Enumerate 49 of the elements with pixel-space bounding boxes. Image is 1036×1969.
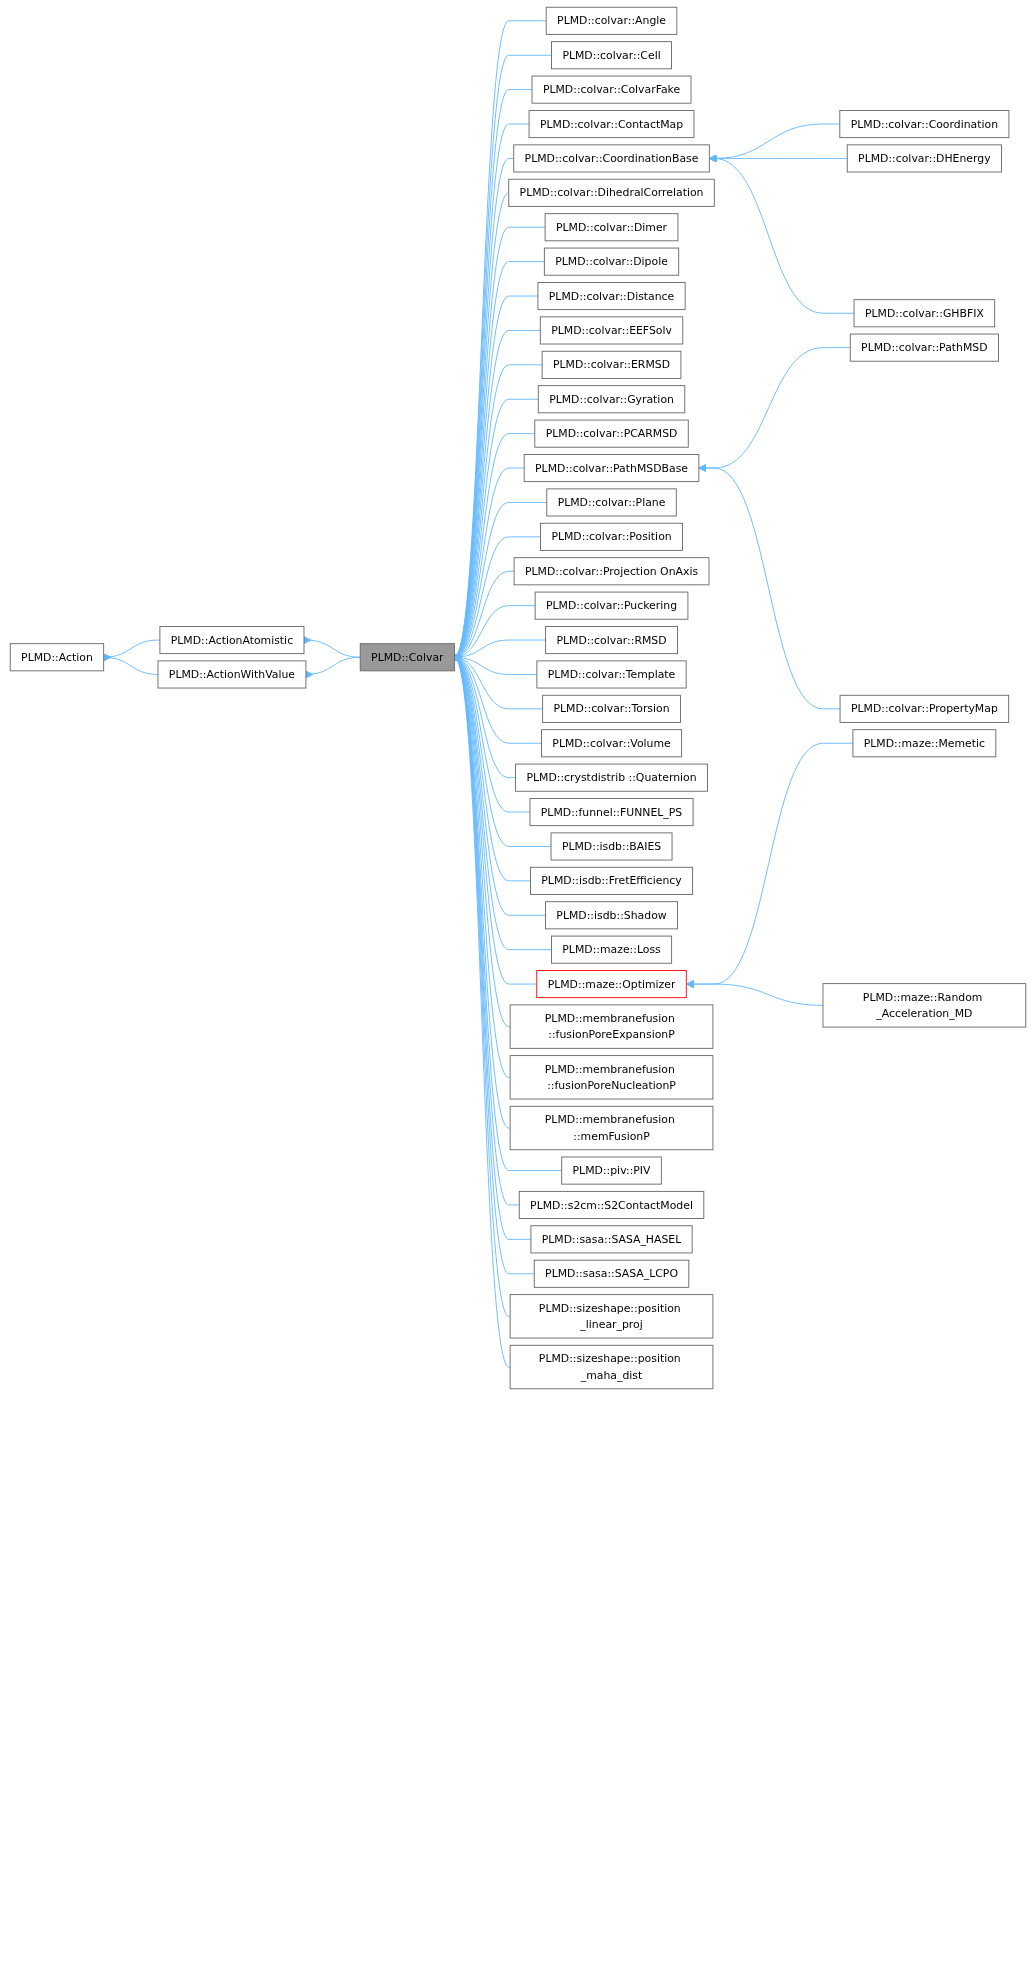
node-box: PLMD::colvar::PathMSDBase	[523, 454, 700, 483]
node-box: PLMD::membranefusion ::fusionPoreNucleationP	[509, 1055, 714, 1100]
node-box: PLMD::isdb::BAIES	[550, 832, 673, 861]
node-box: PLMD::maze::Random _Acceleration_MD	[822, 983, 1027, 1028]
node-box: PLMD::sasa::SASA_LCPO	[533, 1259, 690, 1288]
node-box: PLMD::colvar::Angle	[545, 6, 678, 35]
node-box: PLMD::colvar::Volume	[541, 729, 683, 758]
node-box: PLMD::Action	[9, 643, 105, 672]
node-box: PLMD::maze::Loss	[551, 935, 673, 964]
node-box: PLMD::s2cm::S2ContactModel	[518, 1190, 705, 1219]
node-box: PLMD::colvar::Dimer	[544, 213, 679, 242]
node-box: PLMD::colvar::PropertyMap	[839, 694, 1010, 723]
node-box: PLMD::ActionWithValue	[157, 660, 307, 689]
node-box: PLMD::colvar::Projection OnAxis	[513, 557, 710, 586]
node-box: PLMD::colvar::Dipole	[543, 247, 680, 276]
node-box: PLMD::colvar::EEFSolv	[539, 316, 684, 345]
node-box: PLMD::colvar::DHEnergy	[846, 144, 1002, 173]
node-box: PLMD::isdb::FretEfficiency	[530, 866, 694, 895]
node-box: PLMD::isdb::Shadow	[545, 901, 678, 930]
node-box: PLMD::sizeshape::position _maha_dist	[509, 1344, 714, 1390]
node-box: PLMD::Colvar	[359, 643, 455, 672]
node-box: PLMD::crystdistrib ::Quaternion	[515, 763, 708, 792]
node-box: PLMD::maze::Memetic	[852, 729, 997, 758]
node-box: PLMD::colvar::Plane	[546, 488, 677, 517]
node-box: PLMD::colvar::ContactMap	[528, 110, 695, 139]
node-box: PLMD::sasa::SASA_HASEL	[530, 1225, 693, 1254]
node-box: PLMD::colvar::Distance	[537, 282, 686, 311]
node-box: PLMD::piv::PIV	[561, 1156, 662, 1185]
node-box: PLMD::maze::Optimizer	[536, 970, 687, 999]
node-box: PLMD::colvar::Coordination	[839, 110, 1010, 139]
node-box: PLMD::colvar::ColvarFake	[531, 75, 692, 104]
node-box: PLMD::ActionAtomistic	[159, 626, 305, 655]
node-box: PLMD::sizeshape::position _linear_proj	[509, 1294, 714, 1339]
node-box: PLMD::colvar::RMSD	[545, 626, 678, 655]
node-box: PLMD::funnel::FUNNEL_PS	[529, 798, 694, 827]
node-box: PLMD::colvar::PathMSD	[849, 333, 999, 362]
node-box: PLMD::colvar::DihedralCorrelation	[508, 178, 715, 207]
node-box: PLMD::colvar::PCARMSD	[534, 419, 689, 448]
node-box: PLMD::colvar::GHBFIX	[853, 299, 996, 328]
node-box: PLMD::colvar::Gyration	[537, 385, 686, 414]
node-box: PLMD::membranefusion ::fusionPoreExpansionP	[509, 1004, 714, 1049]
node-box: PLMD::membranefusion ::memFusionP	[509, 1105, 714, 1151]
node-box: PLMD::colvar::Torsion	[542, 694, 681, 723]
node-box: PLMD::colvar::Puckering	[534, 591, 689, 620]
node-box: PLMD::colvar::CoordinationBase	[513, 144, 710, 173]
node-box: PLMD::colvar::Cell	[551, 41, 672, 70]
node-box: PLMD::colvar::Position	[540, 522, 683, 551]
node-box: PLMD::colvar::Template	[536, 660, 687, 689]
node-box: PLMD::colvar::ERMSD	[541, 350, 682, 379]
